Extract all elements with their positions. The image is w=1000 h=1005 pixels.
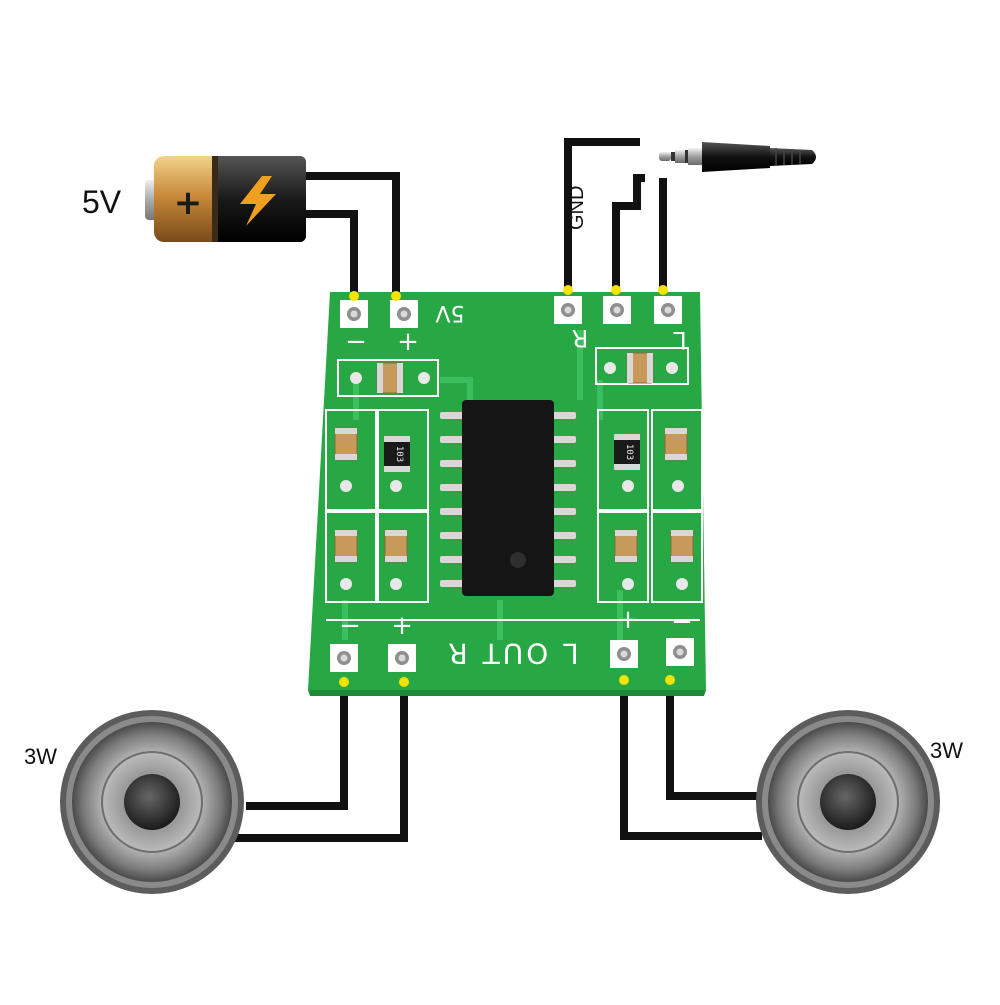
board-output-mark: L OUT R — [445, 637, 579, 670]
svg-text:103: 103 — [624, 444, 634, 460]
battery-negative-wire — [300, 210, 358, 296]
battery: + — [145, 156, 306, 242]
battery-positive-wire — [300, 172, 400, 296]
svg-text:103: 103 — [394, 446, 404, 462]
board-input-l-mark: L — [673, 326, 687, 354]
resistor-left: 103 — [384, 436, 410, 472]
board-out-l-plus: + — [617, 605, 639, 635]
board-input-r-mark: R — [572, 324, 589, 352]
audio-ground-wire — [564, 138, 640, 292]
board-supply-plus: + — [397, 327, 419, 357]
resistor-right: 103 — [614, 434, 640, 470]
board-out-r-minus: − — [339, 611, 361, 641]
right-speaker — [756, 710, 940, 894]
right-speaker-power-label: 3W — [930, 738, 963, 763]
right-speaker-wire-plus — [666, 680, 762, 800]
ground-label: GND — [566, 185, 588, 230]
board-out-l-minus: − — [671, 607, 693, 637]
left-speaker — [60, 710, 244, 894]
board-out-r-plus: + — [391, 611, 413, 641]
supply-voltage-label: 5V — [82, 184, 122, 220]
board-supply-minus: − — [345, 327, 367, 357]
amplifier-ic-chip — [440, 400, 576, 596]
left-speaker-power-label: 3W — [24, 744, 57, 769]
audio-jack-plug — [659, 142, 816, 172]
left-speaker-wire-plus — [234, 680, 408, 842]
right-speaker-wire-minus — [620, 680, 762, 840]
amplifier-board: 5V R L − + L OUT R − + + − 103 — [308, 285, 706, 696]
battery-plus-symbol: + — [174, 183, 203, 223]
board-5v-mark: 5V — [435, 300, 464, 325]
audio-left-wire — [612, 174, 645, 292]
left-speaker-wire-minus — [246, 680, 348, 810]
lightning-icon — [240, 176, 276, 226]
